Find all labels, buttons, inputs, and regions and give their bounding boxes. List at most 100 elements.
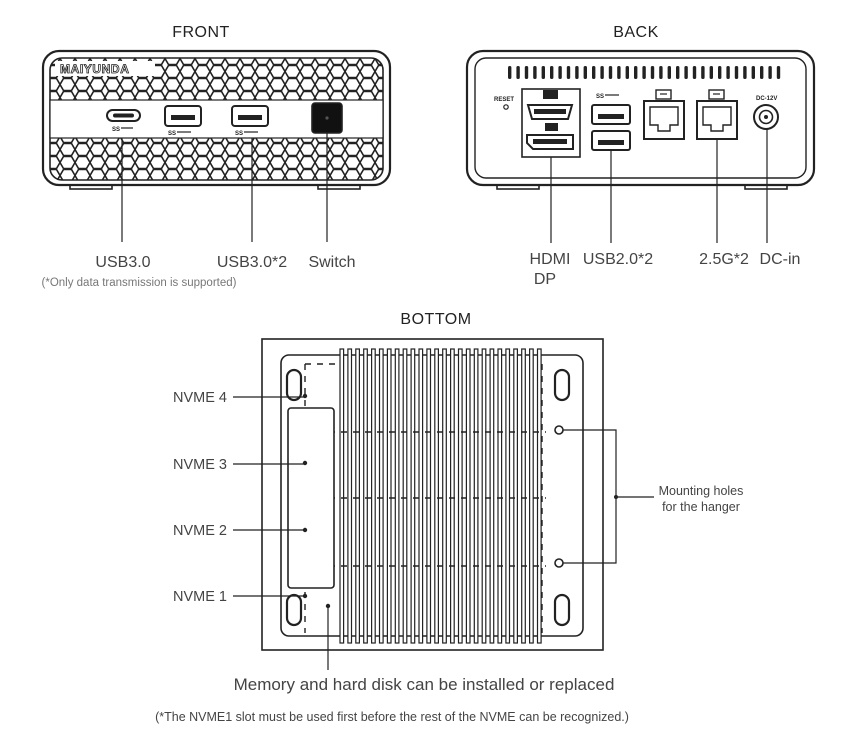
bottom-slot-bottom-left <box>285 593 303 627</box>
heatsink-fin <box>521 348 526 644</box>
back-title: BACK <box>613 24 659 41</box>
bottom-slot-top-right <box>553 368 571 402</box>
bottom-slot-bottom-right <box>553 593 571 627</box>
bottom-slot-top-left <box>285 368 303 402</box>
back-vent-slot <box>718 66 722 79</box>
back-vent-slot <box>676 66 680 79</box>
back-label-lan: 2.5G*2 <box>699 251 749 268</box>
back-reset-label: RESET <box>494 97 514 103</box>
nvme4-label: NVME 4 <box>173 390 227 406</box>
back-vent-slot <box>709 66 713 79</box>
front-view: FRONT MAIYUNDA SS SS SS <box>42 24 392 289</box>
back-vent-slot <box>743 66 747 79</box>
svg-text:SS: SS <box>596 94 604 100</box>
heatsink-fin <box>339 348 345 644</box>
svg-text:SS: SS <box>112 127 120 133</box>
nvme3-label: NVME 3 <box>173 457 227 473</box>
front-usb-a-ss-icon-2: SS <box>235 131 258 137</box>
back-vent-slot <box>625 66 629 79</box>
bottom-mounting-hole-bottom <box>554 558 564 568</box>
heatsink-fin <box>434 348 439 644</box>
back-label-hdmi: HDMI <box>530 251 571 268</box>
back-vent-slot <box>575 66 579 79</box>
heatsink-fin <box>386 348 392 644</box>
back-vent-slot <box>533 66 537 79</box>
back-lan-icon-2 <box>708 89 725 100</box>
front-label-usb30: USB3.0 <box>95 254 150 271</box>
svg-text:SS: SS <box>235 131 243 137</box>
heatsink-fin <box>355 348 360 644</box>
heatsink-fin <box>457 348 463 644</box>
back-vent-slot <box>608 66 613 79</box>
back-vent-slot <box>550 66 554 79</box>
back-vent-slot <box>508 66 512 79</box>
back-label-dp: DP <box>534 271 556 288</box>
back-vent-slot <box>667 66 671 79</box>
back-vent-slots <box>508 66 781 79</box>
front-usb-a-ss-icon-1: SS <box>168 131 191 137</box>
back-vent-slot <box>600 66 604 79</box>
bottom-storage-panel <box>287 407 335 589</box>
bottom-mounting-hole-top <box>554 425 564 435</box>
heatsink-fin <box>402 348 408 644</box>
back-hdmi-icon <box>543 90 558 99</box>
heatsink-fin <box>489 348 495 644</box>
back-vent-slot <box>558 66 562 79</box>
heatsink-fin <box>465 348 471 644</box>
front-title: FRONT <box>172 24 230 41</box>
heatsink-fin <box>363 348 368 644</box>
back-vent-slot <box>650 66 655 79</box>
heatsink-fin <box>418 348 424 644</box>
mounting-holes-label-line1: Mounting holes <box>659 484 744 498</box>
back-vent-slot <box>726 66 730 79</box>
heatsink-fin <box>378 348 384 644</box>
front-usb-c-note: (*Only data transmission is supported) <box>42 277 237 289</box>
heatsink-fin <box>481 348 487 644</box>
back-view: BACK RESET SS <box>465 24 816 288</box>
back-vent-slot <box>760 66 764 79</box>
svg-text:SS: SS <box>168 131 176 137</box>
back-vent-slot <box>734 66 739 79</box>
heatsink-fin <box>410 348 416 644</box>
back-vent-slot <box>566 66 571 79</box>
back-vent-slot <box>541 66 545 79</box>
nvme1-label: NVME 1 <box>173 589 227 605</box>
front-label-switch: Switch <box>308 254 355 271</box>
back-vent-slot <box>592 66 596 79</box>
heatsink-fin <box>347 348 353 644</box>
heatsink-fin <box>505 348 511 644</box>
nvme-footnote: (*The NVME1 slot must be used first befo… <box>155 710 629 724</box>
back-reset-hole <box>503 104 509 110</box>
heatsink-fin <box>450 348 455 644</box>
back-vent-slot <box>692 66 697 79</box>
heatsink-fin <box>513 348 518 644</box>
heatsink-fin <box>371 348 376 644</box>
back-dp-icon <box>545 123 558 131</box>
back-vent-slot <box>642 66 646 79</box>
back-label-dcin: DC-in <box>760 251 801 268</box>
back-vent-slot <box>684 66 688 79</box>
back-vent-slot <box>659 66 663 79</box>
front-brand-logo: MAIYUNDA <box>60 62 129 76</box>
back-usb20-ss-icon: SS <box>596 94 619 100</box>
back-vent-slot <box>583 66 587 79</box>
heatsink-fin <box>426 348 432 644</box>
bottom-title: BOTTOM <box>400 311 471 328</box>
heatsink-fin <box>528 348 534 644</box>
nvme2-label: NVME 2 <box>173 523 227 539</box>
back-vent-slot <box>751 66 755 79</box>
back-vent-slot <box>524 66 529 79</box>
front-label-usb30x2: USB3.0*2 <box>217 254 287 271</box>
heatsink-fin <box>536 348 542 644</box>
back-dc-mark: DC-12V <box>756 96 777 102</box>
mounting-holes-label-line2: for the hanger <box>662 500 740 514</box>
back-vent-slot <box>634 66 638 79</box>
heatsink-fin <box>497 348 503 644</box>
back-vent-slot <box>701 66 705 79</box>
back-label-usb20x2: USB2.0*2 <box>583 251 653 268</box>
back-vent-slot <box>617 66 621 79</box>
back-vent-slot <box>516 66 520 79</box>
heatsink-fin <box>442 348 447 644</box>
heatsink-fin <box>473 348 479 644</box>
